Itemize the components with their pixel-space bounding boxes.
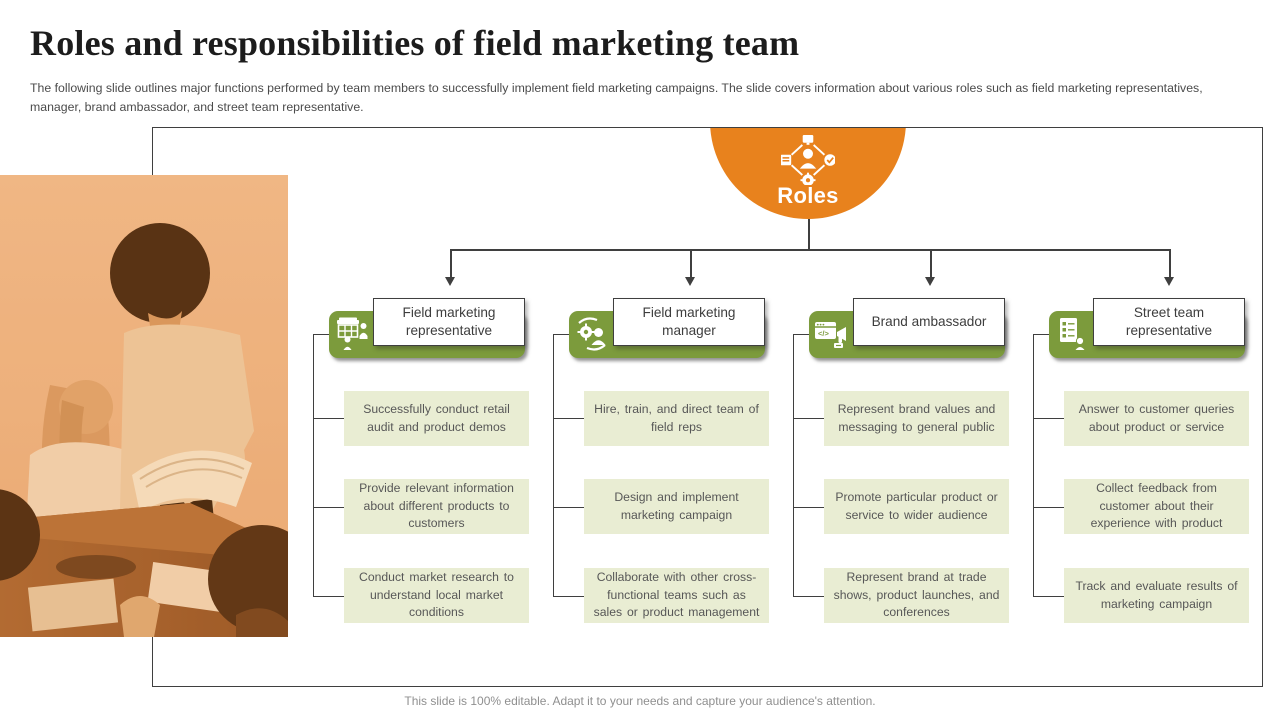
row-stub — [793, 595, 824, 597]
task-box: Collect feedback from customer about the… — [1064, 479, 1249, 534]
arrow-down-icon — [686, 249, 694, 286]
column-bracket-line — [1033, 334, 1035, 596]
gears-person-icon — [573, 315, 611, 353]
row-stub — [553, 418, 584, 420]
roles-label: Roles — [777, 183, 839, 208]
root-stem-connector — [808, 219, 810, 250]
column-bracket-line — [313, 334, 315, 596]
column-header-stub — [313, 334, 329, 336]
row-stub — [553, 506, 584, 508]
column-street-team-representative: Street team representative Answer to cus… — [1033, 298, 1249, 638]
slide-description: The following slide outlines major funct… — [30, 81, 1203, 115]
task-box: Promote particular product or service to… — [824, 479, 1009, 534]
branch-horizontal-connector — [450, 249, 1169, 251]
column-header: Brand ambassador — [853, 298, 1005, 346]
task-box: Conduct market research to understand lo… — [344, 568, 529, 623]
page-title: Roles and responsibilities of field mark… — [30, 23, 800, 63]
column-field-marketing-manager: Field marketing manager Hire, train, and… — [553, 298, 769, 638]
arrow-down-icon — [926, 249, 934, 286]
row-stub — [793, 506, 824, 508]
promo-window-megaphone-icon: </> — [813, 315, 851, 353]
task-box: Hire, train, and direct team of field re… — [584, 391, 769, 446]
task-box: Represent brand values and messaging to … — [824, 391, 1009, 446]
task-box: Design and implement marketing campaign — [584, 479, 769, 534]
roles-network-icon — [778, 132, 838, 190]
row-stub — [1033, 418, 1064, 420]
column-header-stub — [1033, 334, 1049, 336]
column-brand-ambassador: </> Brand ambassador Represent brand val… — [793, 298, 1009, 638]
row-stub — [313, 595, 344, 597]
row-stub — [1033, 595, 1064, 597]
task-box: Represent brand at trade shows, product … — [824, 568, 1009, 623]
row-stub — [313, 418, 344, 420]
market-stall-people-icon — [333, 315, 371, 353]
task-box: Provide relevant information about diffe… — [344, 479, 529, 534]
column-header: Field marketing representative — [373, 298, 525, 346]
arrow-down-icon — [446, 249, 454, 286]
row-stub — [553, 595, 584, 597]
column-field-marketing-representative: Field marketing representative Successfu… — [313, 298, 529, 638]
column-header: Street team representative — [1093, 298, 1245, 346]
task-box: Successfully conduct retail audit and pr… — [344, 391, 529, 446]
task-box: Track and evaluate results of marketing … — [1064, 568, 1249, 623]
column-header: Field marketing manager — [613, 298, 765, 346]
footer-note: This slide is 100% editable. Adapt it to… — [404, 694, 876, 708]
arrow-down-icon — [1165, 249, 1173, 286]
task-box: Collaborate with other cross-functional … — [584, 568, 769, 623]
diagram-frame: Roles — [152, 127, 1263, 687]
column-bracket-line — [793, 334, 795, 596]
svg-text:</>: </> — [818, 329, 829, 338]
team-meeting-photo — [0, 175, 288, 637]
column-header-stub — [793, 334, 809, 336]
roles-root-node: Roles — [710, 128, 906, 219]
document-person-icon — [1053, 315, 1091, 353]
row-stub — [1033, 506, 1064, 508]
task-box: Answer to customer queries about product… — [1064, 391, 1249, 446]
column-bracket-line — [553, 334, 555, 596]
row-stub — [313, 506, 344, 508]
row-stub — [793, 418, 824, 420]
column-header-stub — [553, 334, 569, 336]
